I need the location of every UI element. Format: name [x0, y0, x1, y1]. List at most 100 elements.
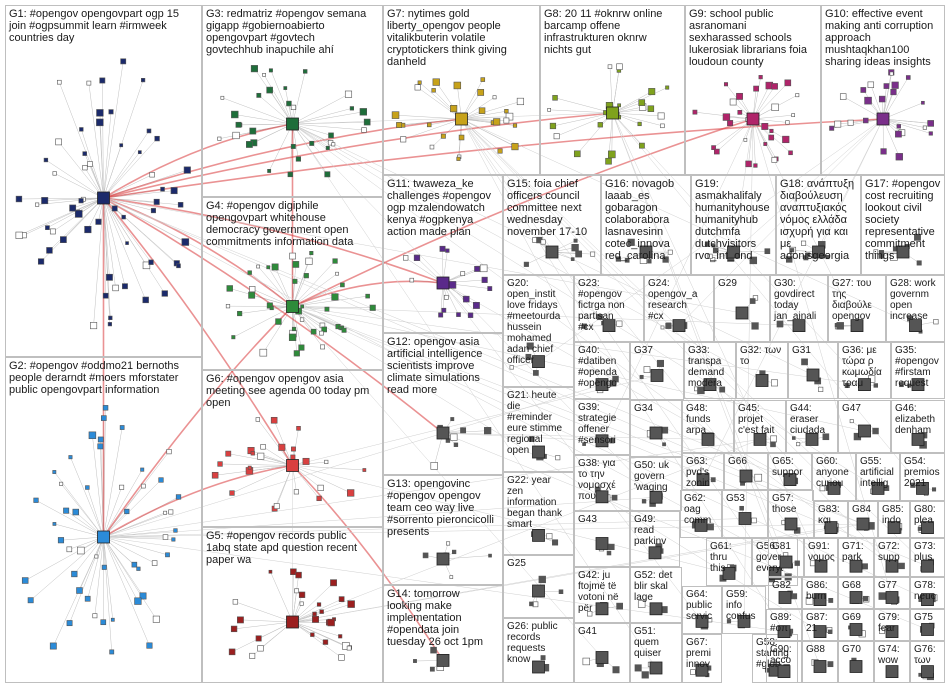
- node: [582, 442, 586, 446]
- node: [439, 245, 446, 252]
- group-label-line: G71:: [842, 541, 864, 552]
- edge: [45, 159, 104, 199]
- edge: [292, 260, 336, 307]
- group-label-line: arpa: [686, 425, 706, 436]
- group-cell-g41: G41: [574, 623, 630, 683]
- node: [332, 258, 338, 264]
- group-label-line: climate simulations: [387, 372, 480, 384]
- node: [146, 642, 153, 649]
- edge: [292, 296, 335, 307]
- node: [803, 255, 809, 261]
- node: [266, 86, 273, 94]
- group-cell-border: [838, 400, 891, 453]
- group-cell-g81: G81: [768, 538, 804, 577]
- hub-node: [532, 355, 545, 369]
- node: [97, 443, 104, 450]
- group-label: G69: [842, 612, 861, 623]
- node: [86, 80, 92, 86]
- edge: [292, 621, 350, 649]
- group-cell-border: [802, 641, 838, 683]
- node: [249, 286, 256, 293]
- node: [414, 84, 421, 91]
- group-cell-border: [768, 538, 804, 577]
- hub-node: [286, 459, 299, 472]
- node: [898, 562, 905, 570]
- node: [751, 322, 759, 330]
- node: [460, 427, 467, 434]
- edge: [292, 123, 657, 669]
- group-cell-g66: G66: [724, 453, 768, 490]
- node: [723, 82, 729, 87]
- hub-node: [921, 623, 934, 636]
- node: [617, 103, 621, 108]
- edge: [612, 91, 652, 114]
- node: [487, 286, 493, 292]
- node: [361, 127, 367, 133]
- node: [847, 119, 854, 126]
- group-label-line: G42: ju: [578, 570, 610, 581]
- group-cell-border: [503, 472, 574, 555]
- edge: [103, 536, 114, 620]
- edge: [612, 112, 662, 117]
- node: [256, 92, 262, 98]
- group-label-line: ftojmë të: [578, 581, 617, 592]
- edge: [268, 267, 293, 307]
- node: [582, 657, 590, 666]
- hub-node: [896, 245, 910, 259]
- group-label-line: 21: [806, 623, 818, 634]
- node: [647, 105, 655, 112]
- edge: [54, 173, 104, 199]
- node: [839, 93, 847, 100]
- group-label-line: danheld: [387, 56, 426, 68]
- node: [528, 436, 535, 442]
- node: [15, 231, 23, 239]
- edge: [552, 112, 613, 127]
- group-label-line: zen: [507, 486, 523, 497]
- hub-node: [649, 661, 663, 675]
- node: [292, 278, 298, 284]
- hub-node: [648, 546, 662, 560]
- node: [324, 459, 329, 464]
- node: [152, 615, 160, 623]
- group-label-line: dutchvisitors: [695, 238, 757, 250]
- group-label-line: governm: [890, 289, 929, 300]
- group-cell-border: [812, 453, 856, 501]
- edge: [54, 523, 104, 538]
- group-label-line: G25: [507, 558, 526, 569]
- group-cell-border: [630, 567, 682, 623]
- node: [896, 124, 901, 129]
- node: [108, 109, 114, 115]
- group-label-line: govern: [634, 471, 665, 482]
- edge: [292, 123, 763, 381]
- group-label-line: νομοσχέ: [578, 479, 616, 491]
- node: [880, 148, 887, 155]
- node: [173, 528, 178, 533]
- node: [921, 100, 925, 105]
- node: [849, 419, 854, 424]
- node: [112, 284, 119, 292]
- node: [770, 435, 777, 443]
- edge: [103, 174, 153, 199]
- edge: [99, 112, 104, 199]
- edge: [238, 123, 293, 126]
- hub-node: [813, 660, 827, 673]
- group-label-line: G44:: [790, 403, 812, 414]
- node: [302, 457, 310, 465]
- node: [714, 148, 720, 155]
- group-cell-g69: G69: [838, 609, 874, 641]
- group-cell-border: [540, 5, 685, 175]
- edge: [461, 101, 521, 120]
- node: [768, 134, 775, 141]
- node: [597, 122, 603, 128]
- node: [616, 63, 623, 70]
- group-label-line: wednesday: [506, 214, 563, 226]
- node: [255, 635, 262, 642]
